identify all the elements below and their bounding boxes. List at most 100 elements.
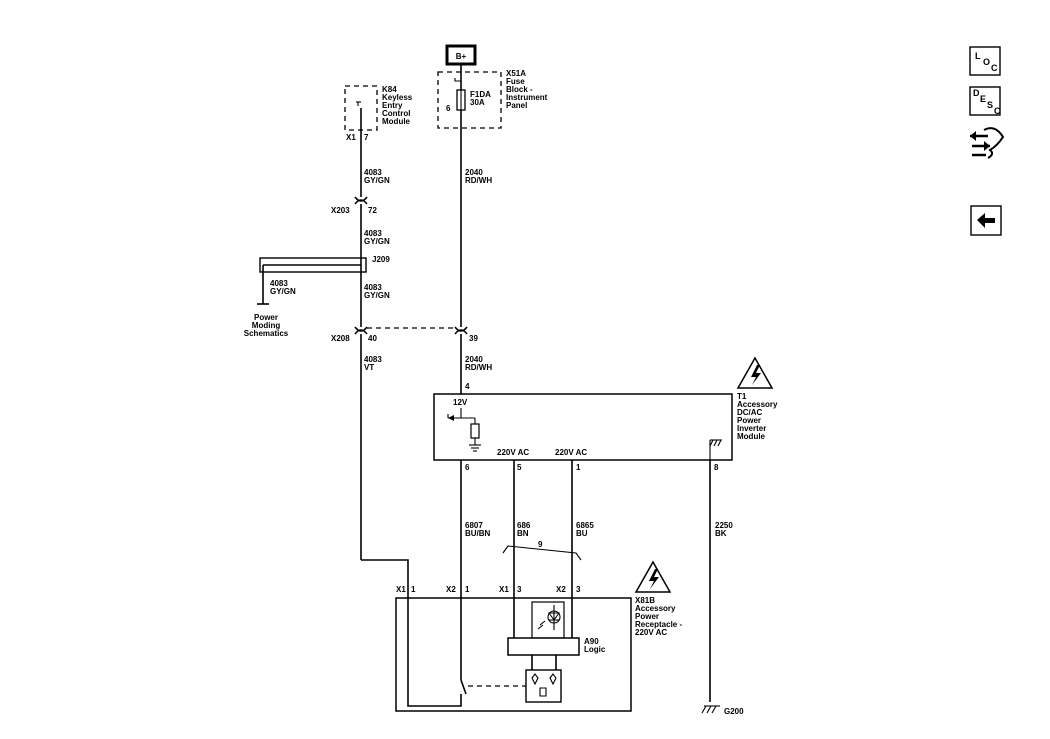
resistor-symbol [470, 423, 480, 439]
k84-label-1: K84 [382, 85, 397, 94]
t1-label-5: Inverter [737, 424, 766, 433]
label-12v: 12V [453, 398, 468, 407]
desc-letter-e: E [980, 94, 986, 104]
a90-label-2: Logic [584, 645, 606, 654]
x81b-label-1: X81B [635, 596, 655, 605]
power-moding-link-3[interactable]: Schematics [244, 329, 289, 338]
k84-keyless-entry-module: K84 Keyless Entry Control Module X1 7 [344, 85, 413, 142]
x208-pin-left: 40 [368, 334, 377, 343]
hazard-warning-icon [634, 560, 672, 593]
t1-label-2: Accessory [737, 400, 778, 409]
back-button[interactable] [970, 205, 1002, 236]
t1-label-4: Power [737, 416, 761, 425]
t1-input-pin: 4 [465, 382, 470, 391]
arrow-left-icon [977, 213, 995, 228]
circuit-2040-color: RD/WH [465, 176, 492, 185]
circuit-2040-number: 2040 [465, 168, 483, 177]
t1-pin-5: 5 [517, 463, 522, 472]
a90-logic-block [507, 637, 580, 656]
ground-g200: G200 [701, 705, 744, 716]
splice-j209: J209 [259, 255, 390, 273]
x81b-conn-x1: X1 [499, 585, 509, 594]
circuit-2040-number: 2040 [465, 355, 483, 364]
loc-letter-o: O [983, 57, 990, 67]
circuit-4083-branch-number: 4083 [270, 279, 288, 288]
power-moding-link-2[interactable]: Moding [252, 321, 281, 330]
x203-label: X203 [331, 206, 350, 215]
circuit-2250-number: 2250 [715, 521, 733, 530]
twist-label: 9 [538, 540, 543, 549]
x81b-pin: 1 [411, 585, 416, 594]
x81b-pin: 3 [517, 585, 522, 594]
circuit-686-number: 686 [517, 521, 531, 530]
desc-letter-s: S [987, 100, 993, 110]
power-moding-link-1[interactable]: Power [254, 313, 278, 322]
circuit-6807-number: 6807 [465, 521, 483, 530]
loc-letter-l: L [975, 51, 981, 61]
k84-connector: X1 [346, 133, 356, 142]
desc-letter-c: C [994, 106, 1001, 116]
circuit-4083-number: 4083 [364, 229, 382, 238]
j209-label: J209 [372, 255, 390, 264]
battery-positive-label: B+ [456, 52, 467, 61]
battery-positive-source: B+ [445, 44, 477, 66]
k84-pin: 7 [364, 133, 369, 142]
x81b-label-2: Accessory [635, 604, 676, 613]
fuse-block-label-2: Fuse [506, 77, 525, 86]
circuit-4083-vt-number: 4083 [364, 355, 382, 364]
desc-letter-d: D [973, 88, 980, 98]
circuit-4083-number: 4083 [364, 168, 382, 177]
fuse-block-label-4: Instrument [506, 93, 548, 102]
x81b-label-4: Receptacle - [635, 620, 682, 629]
x81b-conn-x2: X2 [556, 585, 566, 594]
ground-label: G200 [724, 707, 744, 716]
fuse-block-label-3: Block - [506, 85, 533, 94]
x81b-pin: 1 [465, 585, 470, 594]
x208-pin-right: 39 [469, 334, 478, 343]
x81b-conn-x2: X2 [446, 585, 456, 594]
a90-label-1: A90 [584, 637, 599, 646]
circuit-4083-vt-color: VT [364, 363, 374, 372]
x81b-conn-x1: X1 [396, 585, 406, 594]
connector-swap-icon[interactable] [970, 127, 1005, 159]
fuse-block-label-5: Panel [506, 101, 527, 110]
outlet-icon [525, 669, 562, 703]
t1-label-3: DC/AC [737, 408, 763, 417]
x81b-label-3: Power [635, 612, 659, 621]
circuit-4083-number: 4083 [364, 283, 382, 292]
circuit-6865-color: BU [576, 529, 588, 538]
k84-label-4: Control [382, 109, 410, 118]
t1-label-1: T1 [737, 392, 747, 401]
t1-pin-6: 6 [465, 463, 470, 472]
circuit-2250-color: BK [715, 529, 727, 538]
connector-x208: X208 40 39 [331, 326, 478, 343]
switch-symbol [460, 679, 467, 695]
t1-pin-1: 1 [576, 463, 581, 472]
fuse-block-x51a: 6 F1DA 30A X51A Fuse Block - Instrument … [437, 69, 548, 129]
circuit-4083-branch-color: GY/GN [270, 287, 296, 296]
x203-pin: 72 [368, 206, 377, 215]
fuse-block-pin: 6 [446, 104, 451, 113]
k84-label-5: Module [382, 117, 411, 126]
fuse-name: F1DA [470, 90, 491, 99]
circuit-2040-color: RD/WH [465, 363, 492, 372]
hazard-warning-icon [736, 356, 774, 389]
circuit-686-color: BN [517, 529, 529, 538]
k84-label-3: Entry [382, 101, 403, 110]
t1-label-6: Module [737, 432, 766, 441]
circuit-4083-color: GY/GN [364, 237, 390, 246]
loc-letter-c: C [991, 63, 998, 73]
x208-label: X208 [331, 334, 350, 343]
label-220v-ac-1: 220V AC [497, 448, 529, 457]
fuse-rating: 30A [470, 98, 485, 107]
label-220v-ac-2: 220V AC [555, 448, 587, 457]
description-button[interactable]: D E S C [969, 86, 1001, 116]
circuit-6807-color: BU/BN [465, 529, 491, 538]
x81b-power-receptacle: X1 1 X2 1 X1 3 X2 3 A90 Logic [395, 585, 632, 712]
twisted-pair-marker: 9 [502, 540, 582, 561]
connector-x203: X203 72 [331, 196, 377, 215]
location-button[interactable]: L O C [969, 46, 1001, 76]
x81b-label-5: 220V AC [635, 628, 667, 637]
circuit-4083-color: GY/GN [364, 176, 390, 185]
